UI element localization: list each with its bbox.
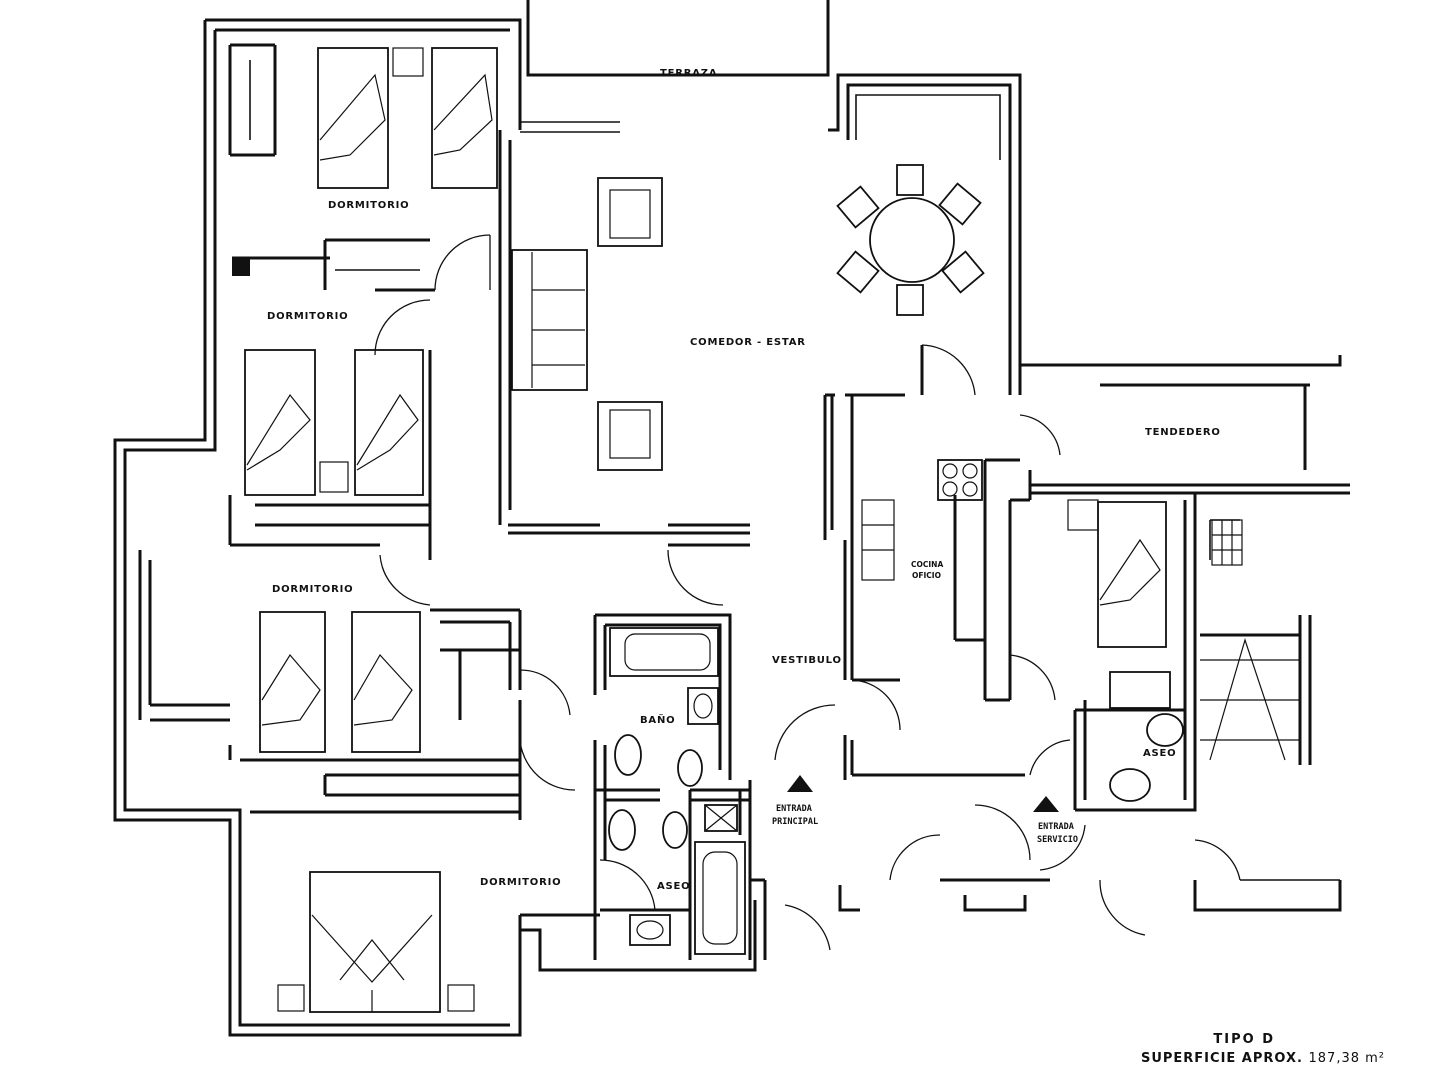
doors — [374, 234, 1241, 951]
area-label: SUPERFICIE APROX. — [1140, 1051, 1303, 1066]
label-entrada-servicio-2: SERVICIO — [1037, 835, 1078, 845]
label-comedor-estar: COMEDOR - ESTAR — [690, 337, 806, 348]
area-value: 187,38 m² — [1308, 1051, 1385, 1066]
label-tendedero: TENDEDERO — [1145, 427, 1221, 438]
label-entrada-principal-1: ENTRADA — [776, 804, 812, 814]
label-aseo-1: ASEO — [657, 881, 690, 892]
label-cocina: COCINA — [911, 560, 943, 569]
stair-area — [1200, 519, 1312, 765]
label-dormitorio-4: DORMITORIO — [480, 877, 561, 888]
label-dormitorio-1: DORMITORIO — [328, 200, 409, 211]
label-dormitorio-3: DORMITORIO — [272, 584, 353, 595]
entrada-servicio-marker — [1033, 796, 1059, 812]
beds — [244, 47, 498, 1013]
label-oficio: OFICIO — [912, 571, 941, 580]
label-vestibulo: VESTIBULO — [772, 655, 842, 666]
room-labels: TERRAZA DORMITORIO DORMITORIO DORMITORIO… — [267, 68, 1221, 892]
plan-area: SUPERFICIE APROX. 187,38 m² — [1141, 1051, 1385, 1066]
label-aseo-2: ASEO — [1143, 748, 1176, 759]
label-entrada-servicio-1: ENTRADA — [1038, 822, 1074, 832]
entry-markers — [787, 775, 1059, 812]
label-bano: BAÑO — [640, 713, 675, 726]
label-terraza: TERRAZA — [660, 68, 717, 79]
label-dormitorio-2: DORMITORIO — [267, 311, 348, 322]
entrada-principal-marker — [787, 775, 813, 792]
bathroom-fixtures — [608, 499, 1184, 955]
living-furniture — [511, 164, 985, 581]
plan-caption: TIPO D SUPERFICIE APROX. 187,38 m² — [1141, 1032, 1385, 1066]
outer-walls — [113, 0, 1350, 1037]
interior-walls — [138, 43, 1240, 960]
label-entrada-principal-2: PRINCIPAL — [772, 817, 818, 827]
plan-type: TIPO D — [1213, 1032, 1275, 1047]
